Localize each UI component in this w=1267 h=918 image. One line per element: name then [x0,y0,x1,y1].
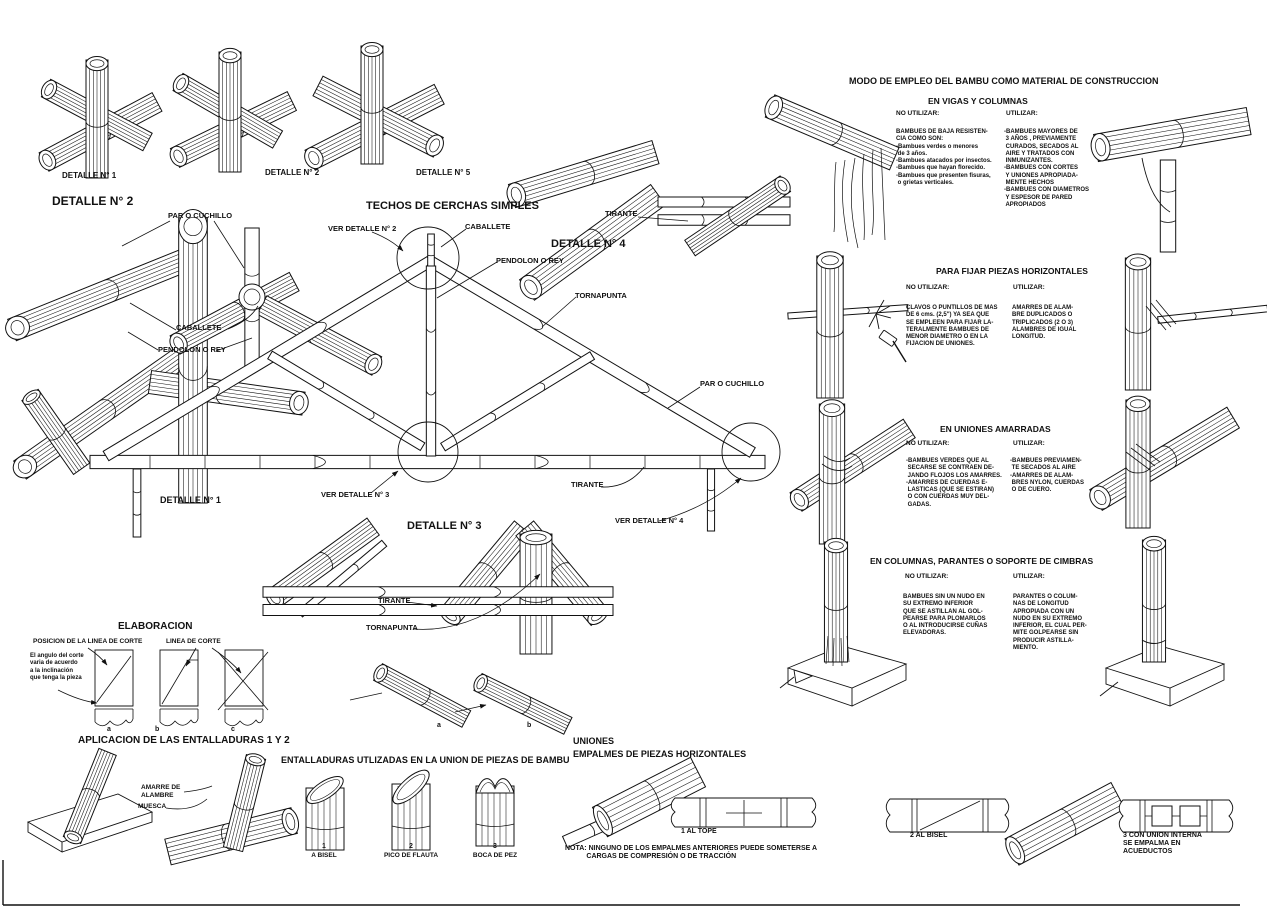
truss-heading: TECHOS DE CERCHAS SIMPLES [366,200,539,212]
sec2-si-text: AMARRES DE ALAM- BRE DUPLICADOS O TRIPLI… [1012,305,1077,341]
top-joint-1-drawing [35,55,163,179]
detalle3-pieces-drawing [349,661,573,735]
detalle2-heading: DETALLE N° 2 [52,194,134,208]
top-detalle2-label: DETALLE N° 2 [265,168,320,177]
detalle4-drawing [503,139,667,304]
detalle4-heading: DETALLE N° 4 [551,238,626,250]
par-o-cuchillo-label: PAR O CUCHILLO [168,211,233,220]
sec2-si-label: UTILIZAR: [1013,284,1045,291]
entalladura-2-name: PICO DE FLAUTA [383,852,439,859]
sec4-no-text: BAMBUES SIN UN NUDO EN SU EXTREMO INFERI… [903,594,988,637]
elaboracion-note: El angulo del corte varia de acuerdo a l… [30,653,84,681]
entalladura-3-num: 3 [493,843,497,850]
empalme-3-drawing [1118,799,1234,833]
ver-detalle4-label: VER DETALLE N° 4 [615,516,684,525]
sec3-si-label: UTILIZAR: [1013,440,1045,447]
amarre-alambre-label: AMARRE DE ALAMBRE [141,784,181,799]
entalladura-3-name: BOCA DE PEZ [472,852,518,859]
fijar-no-drawing [787,251,909,399]
ver-detalle3-label: VER DETALLE N° 3 [321,490,390,499]
truss-par-label: PAR O CUCHILLO [700,379,765,388]
vigas-si-drawing [1088,106,1252,253]
sec2-no-label: NO UTILIZAR: [906,284,950,291]
entalladura-1-num: 1 [322,843,326,850]
sec4-heading: EN COLUMNAS, PARANTES O SOPORTE DE CIMBR… [870,556,1094,566]
entalladuras-drawing [305,769,515,851]
top-detalle1-label: DETALLE N° 1 [62,171,117,180]
tirante-right-label: TIRANTE [605,209,638,218]
detalle2-pendolon-assembly-drawing [165,227,386,378]
right-panel-title: MODO DE EMPLEO DEL BAMBU COMO MATERIAL D… [849,76,1159,86]
uniones-heading: UNIONES [573,736,615,746]
sec4-si-label: UTILIZAR: [1013,573,1045,580]
columnas-no-drawing [779,537,908,707]
top-detalle5-label: DETALLE N° 5 [416,168,471,177]
sec4-no-label: NO UTILIZAR: [905,573,949,580]
leader-lines [57,216,742,810]
sec3-no-text: -BAMBUES VERDES QUE AL SECARSE SE CONTRA… [906,458,1002,508]
top-joint-2-drawing [166,47,298,173]
entalladura-1-name: A BISEL [311,852,337,859]
detalle3-drawing [261,517,615,655]
posicion-linea-corte-label: POSICION DE LA LINEA DE CORTE [33,638,143,645]
sec3-si-text: -BAMBUES PREVIAMEN- TE SECADOS AL AIRE -… [1010,458,1085,494]
detalle3-letter-b: b [527,722,532,729]
detalle3-heading: DETALLE N° 3 [407,520,482,532]
sec1-si-label: UTILIZAR: [1006,110,1038,117]
caballete-label: CABALLETE [176,323,222,332]
sec1-heading: EN VIGAS Y COLUMNAS [928,96,1028,106]
vigas-no-drawing [760,92,900,249]
muesca-label: MUESCA [138,803,167,810]
sec1-no-label: NO UTILIZAR: [896,110,940,117]
amarradas-si-drawing [1084,395,1241,529]
detalle3-tornapunta-label: TORNAPUNTA [366,623,418,632]
entalladuras-heading: ENTALLADURAS UTLIZADAS EN LA UNION DE PI… [281,755,570,765]
aplicacion-heading: APLICACION DE LAS ENTALLADURAS 1 Y 2 [78,735,290,746]
top-joint-3-drawing [300,41,448,173]
empalme-2-label: 2 AL BISEL [910,832,948,839]
empalme-1-drawing [562,756,817,849]
sec2-heading: PARA FIJAR PIEZAS HORIZONTALES [936,266,1088,276]
truss-detalle1-label: DETALLE N° 1 [160,495,221,505]
sec4-si-text: PARANTES O COLUM- NAS DE LONGITUD APROPI… [1013,594,1087,652]
ver-detalle2-label: VER DETALLE N° 2 [328,224,397,233]
empalme-3-label: 3 CON UNION INTERNA SE EMPALMA EN ACUEDU… [1123,832,1202,856]
sheet-border [2,860,1240,906]
elaboracion-heading: ELABORACION [118,621,193,632]
aplicacion-drawing [26,747,302,866]
sec3-heading: EN UNIONES AMARRADAS [940,424,1051,434]
empalme-2-drawing [885,781,1126,868]
detalle3-tirante-label: TIRANTE [378,596,411,605]
elaboracion-letter-c: c [231,726,235,733]
elaboracion-letter-a: a [107,726,111,733]
tirante-assembly-drawing [657,173,794,257]
elaboracion-drawing [94,649,269,727]
columnas-si-drawing [1099,535,1226,707]
amarradas-no-drawing [785,399,916,545]
sec1-no-text: BAMBUES DE BAJA RESISTEN- CIA COMO SON: … [896,129,992,187]
truss-drawing [90,226,781,538]
truss-pendolon-label: PENDOLON O REY [496,256,564,265]
empalme-1-label: 1 AL TOPE [681,828,717,835]
truss-tornapunta-label: TORNAPUNTA [575,291,627,300]
truss-caballete-label: CABALLETE [465,222,511,231]
sec3-no-label: NO UTILIZAR: [906,440,950,447]
entalladura-2-num: 2 [409,843,413,850]
detalle3-letter-a: a [437,722,441,729]
empalmes-heading: EMPALMES DE PIEZAS HORIZONTALES [573,749,747,759]
linea-corte-label: LINEA DE CORTE [166,638,221,645]
tirante-bottom-label: TIRANTE [571,480,604,489]
elaboracion-letter-b: b [155,726,160,733]
sec2-no-text: CLAVOS O PUNTILLOS DE MAS DE 6 cms. (2,5… [906,305,998,348]
fijar-si-drawing [1124,253,1267,391]
pendolon-o-rey-label: PENDOLON O REY [158,345,226,354]
uniones-nota: NOTA: NINGUNO DE LOS EMPALMES ANTERIORES… [565,845,818,861]
sec1-si-text: -BAMBUES MAYORES DE 3 AÑOS , PREVIAMENTE… [1004,129,1089,208]
